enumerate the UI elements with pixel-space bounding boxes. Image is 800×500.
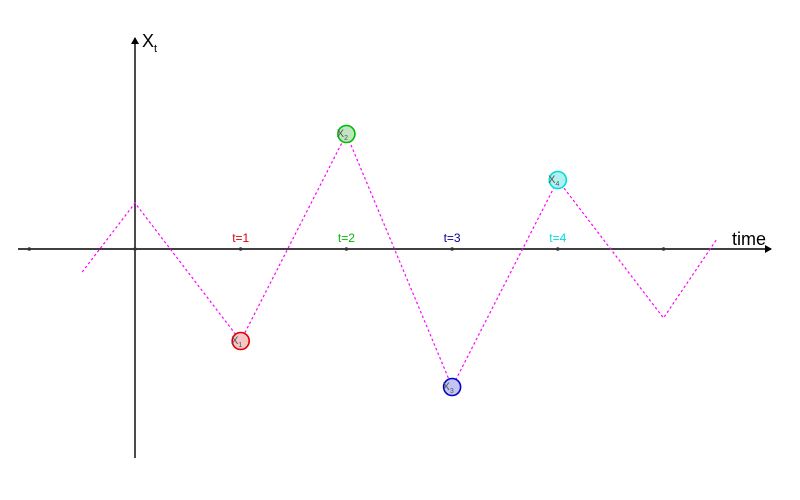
time-tick-dot — [27, 247, 32, 251]
time-step-label: t=4 — [549, 231, 566, 245]
time-ticks — [27, 247, 666, 251]
value-axis-label-subscript: t — [154, 43, 157, 55]
time-tick-dot — [133, 247, 137, 251]
time-tick-dot — [238, 247, 243, 251]
time-axis-label: time — [732, 229, 766, 249]
time-tick-dot — [556, 247, 560, 251]
time-step-label: t=2 — [338, 231, 355, 245]
observation-marker: X3 — [442, 377, 462, 397]
observation-label: X4 — [548, 174, 559, 188]
observation-label: X3 — [442, 381, 453, 395]
axes: Xt time — [18, 31, 772, 458]
observation-circle — [337, 124, 356, 144]
observation-circle — [231, 331, 250, 351]
observation-circle — [442, 377, 462, 397]
value-axis-label: Xt — [142, 31, 157, 55]
time-step-labels: t=1 t=2 t=3 t=4 — [232, 231, 566, 245]
observation-marker: X1 — [231, 331, 250, 351]
time-tick-dot — [661, 247, 666, 251]
observation-label: X1 — [231, 335, 242, 349]
time-tick-dot — [344, 247, 349, 251]
time-tick-dot — [450, 247, 454, 251]
series-path — [81, 132, 717, 389]
time-step-label: t=3 — [444, 231, 461, 245]
time-step-label: t=1 — [232, 231, 249, 245]
observation-marker: X4 — [548, 170, 568, 190]
observation-marker: X2 — [337, 124, 356, 144]
observation-circle — [548, 170, 568, 190]
observation-label: X2 — [337, 128, 348, 142]
